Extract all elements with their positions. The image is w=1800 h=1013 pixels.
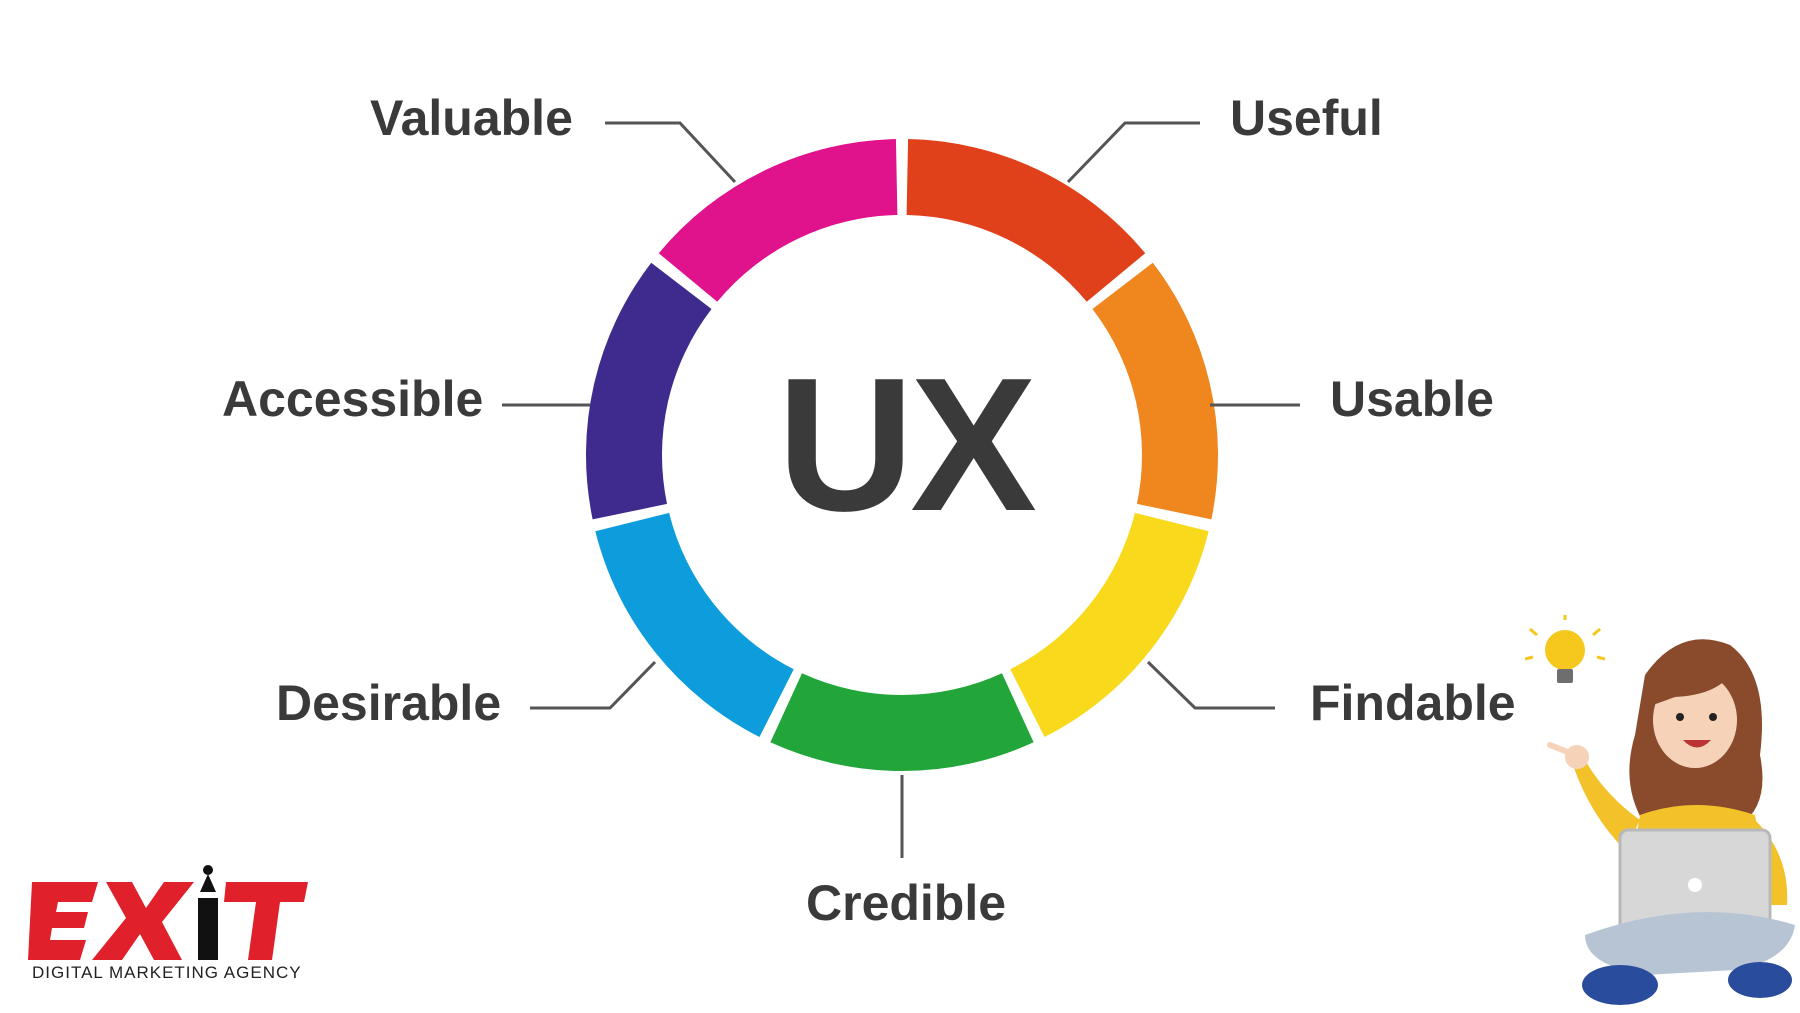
label-accessible: Accessible <box>222 371 484 427</box>
ring-segment-credible <box>770 673 1034 772</box>
label-credible: Credible <box>806 875 1007 931</box>
ring-segment-usable <box>1092 262 1218 520</box>
connector-findable <box>1146 660 1275 710</box>
label-findable: Findable <box>1310 675 1516 731</box>
connector-desirable <box>530 660 657 710</box>
ring-segment-accessible <box>586 262 712 520</box>
woman-with-laptop-lightbulb-icon <box>1525 615 1795 1005</box>
connector-valuable <box>605 121 737 184</box>
lightbulb-icon <box>1525 615 1606 683</box>
ring-segment-valuable <box>658 139 898 302</box>
ux-center-label: UX <box>777 339 1037 551</box>
ring-segment-findable <box>1010 512 1209 738</box>
ring-segment-useful <box>906 139 1146 302</box>
label-valuable: Valuable <box>370 90 573 146</box>
exit-logo <box>28 865 308 960</box>
label-usable: Usable <box>1330 371 1494 427</box>
connector-useful <box>1066 121 1200 184</box>
ring-segment-desirable <box>595 512 794 738</box>
label-useful: Useful <box>1230 90 1383 146</box>
logo-tagline: DIGITAL MARKETING AGENCY <box>32 963 302 982</box>
label-desirable: Desirable <box>276 675 502 731</box>
